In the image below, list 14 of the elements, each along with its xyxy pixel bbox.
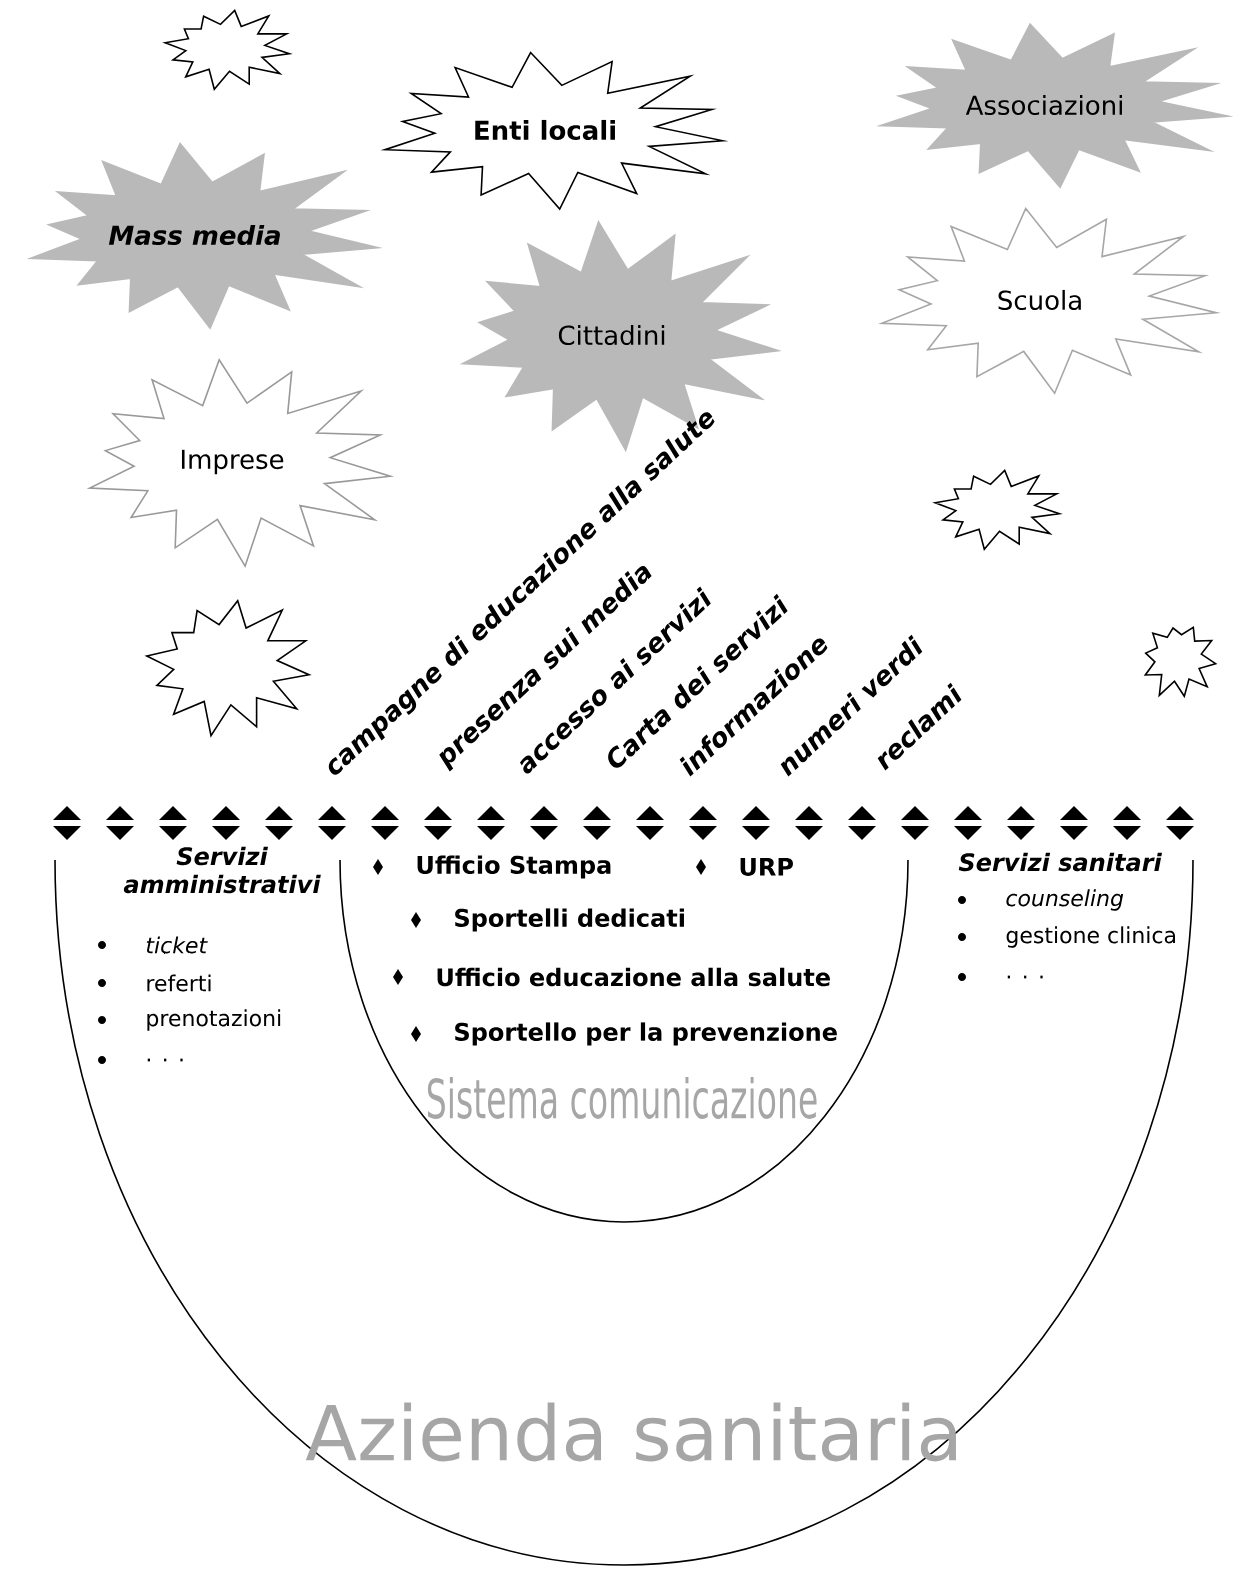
list-item: ticket <box>146 936 208 954</box>
list-item: referti <box>147 974 211 992</box>
list-item: prenotazioni <box>147 1009 281 1031</box>
list-item: Sportelli dedicati <box>455 908 684 932</box>
list-item: . . . <box>147 1058 183 1062</box>
list-item: Ufficio Stampa <box>417 855 611 879</box>
list-item: URP <box>740 858 793 876</box>
list-item: gestione clinica <box>1006 926 1175 948</box>
list-item: Sportello per la prevenzione <box>455 1022 837 1046</box>
list-item: . . . <box>1007 975 1043 979</box>
heading: Servizi sanitari <box>958 852 1163 872</box>
list-item: counseling <box>1006 889 1124 911</box>
list-item: Ufficio educazione alla salute <box>437 967 830 987</box>
title: Sistema comunicazione <box>427 1077 817 1119</box>
